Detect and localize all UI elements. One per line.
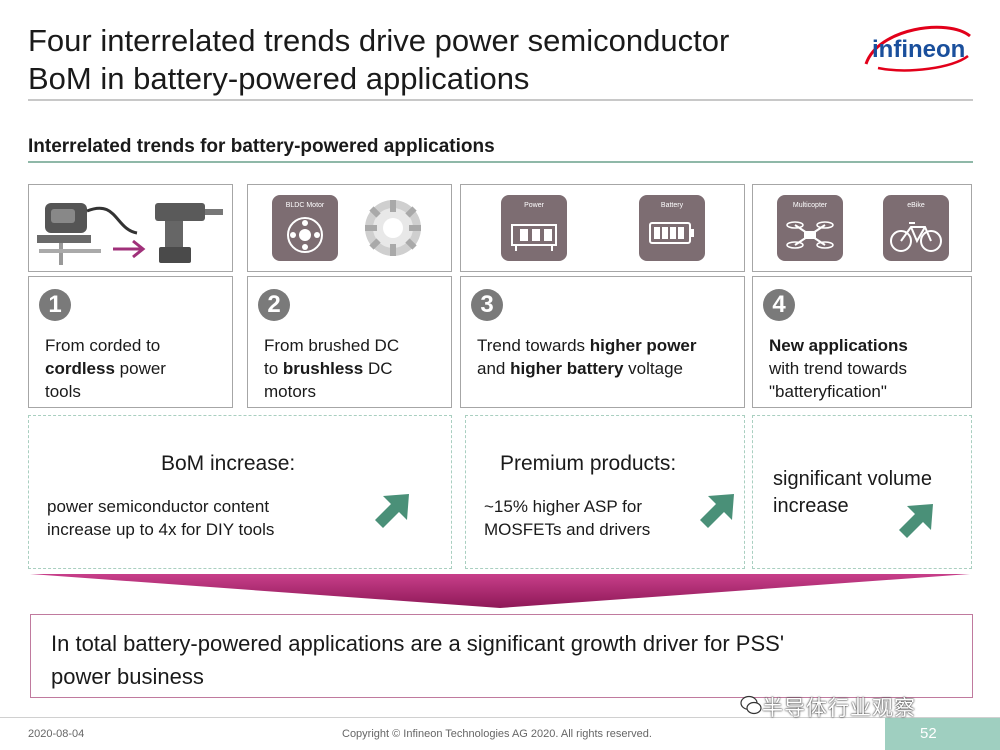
trend-box-3: 3 Trend towards higher power and higher … [460,276,745,408]
footer-copyright: Copyright © Infineon Technologies AG 202… [342,728,652,740]
page-number-tab [885,718,1000,750]
summary-text: In total battery-powered applications ar… [51,631,785,689]
trend-box-2: 2 From brushed DC to brushless DC motors [247,276,452,408]
impact-box-bom: BoM increase: power semiconductor conten… [28,415,452,569]
funnel-arrow-icon [30,574,970,608]
impact-box-volume: significant volume increase [752,415,972,569]
trend-box-1: 1 From corded to cordless power tools [28,276,233,408]
watermark-text: 半导体行业观察 [762,697,916,720]
trend-text-1: From corded to cordless power tools [45,336,166,401]
multicopter-icon [786,221,834,249]
slide-title-line1: Four interrelated trends drive power sem… [28,23,730,58]
trend-box-4: 4 New applications with trend towards "b… [752,276,972,408]
ebike-icon [890,222,942,252]
battery-tile: Battery [639,195,705,261]
page-number: 52 [920,725,937,742]
ebike-tile: eBike [883,195,949,261]
bldc-motor-tile: BLDC Motor [272,195,338,261]
multicopter-tile-label: Multicopter [792,202,828,209]
increase-arrow-icon [899,504,933,538]
battery-tile-label: Battery [660,202,684,209]
bldc-motor-icon [287,217,323,253]
image-panel-power-battery: Power Battery [460,184,745,272]
power-module-icon [511,224,557,251]
title-divider [28,99,973,101]
cordless-drill-icon [155,203,223,263]
trend-number-2: 2 [258,289,290,321]
impact-body-premium: ~15% higher ASP for MOSFETs and drivers [484,497,651,539]
image-panel-motors: BLDC Motor [247,184,452,272]
trend-number-1: 1 [39,289,71,321]
trend-text-3: Trend towards higher power and higher ba… [477,336,697,378]
stator-icon [365,200,421,256]
impact-box-premium: Premium products: ~15% higher ASP for MO… [465,415,745,569]
trend-text-4: New applications with trend towards "bat… [769,336,908,401]
trend-number-3: 3 [471,289,503,321]
section-divider [28,161,973,163]
power-tile: Power [501,195,567,261]
trend-text-2: From brushed DC to brushless DC motors [264,336,400,401]
slide-title-line2: BoM in battery-powered applications [28,61,530,96]
section-title: Interrelated trends for battery-powered … [28,136,495,157]
image-panel-new-applications: Multicopter eBike [752,184,972,272]
increase-arrow-icon [700,494,734,528]
power-tile-label: Power [524,202,544,209]
bldc-motor-tile-label: BLDC Motor [285,202,325,209]
increase-arrow-icon [375,494,409,528]
footer-date: 2020-08-04 [28,728,85,740]
trend-number-4: 4 [763,289,795,321]
slide-title: Four interrelated trends drive power sem… [28,22,828,98]
transition-arrow-icon [113,239,146,259]
infineon-logo: infineon [864,25,971,72]
jigsaw-icon [37,203,138,265]
ebike-tile-label: eBike [907,202,925,209]
multicopter-tile: Multicopter [777,195,843,261]
summary-box: In total battery-powered applications ar… [30,614,973,698]
wechat-icon [740,695,762,715]
impact-body-bom: power semiconductor content increase up … [47,497,275,539]
impact-heading-premium: Premium products: [500,452,677,475]
impact-body-volume: significant volume increase [773,468,932,517]
battery-icon [649,222,694,244]
logo-text: infineon [872,36,965,63]
image-panel-cordless-tools [28,184,233,272]
impact-heading-bom: BoM increase: [161,452,296,475]
footer-divider [0,717,1000,718]
